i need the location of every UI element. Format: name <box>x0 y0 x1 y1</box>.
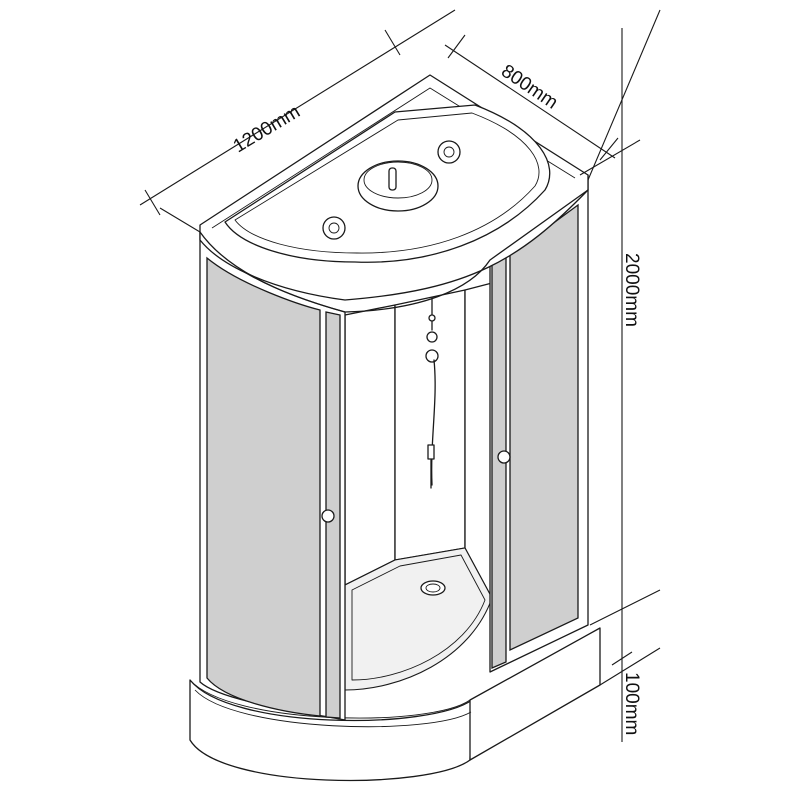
height-dimension: 2000mm <box>579 9 661 626</box>
overhead-light-icon <box>388 167 397 191</box>
mixer-knob-icon <box>426 331 438 343</box>
hand-shower-icon <box>427 444 435 460</box>
roof-speaker-left-icon <box>322 216 346 240</box>
cabin-roof <box>199 74 589 313</box>
valve-knob-icon <box>428 314 436 322</box>
base-height-dimension: 100mm <box>599 612 661 742</box>
right-glass-panel <box>509 203 579 652</box>
height-label: 2000mm <box>621 253 642 327</box>
mixer-body-icon <box>425 349 439 363</box>
width-label: 1200mm <box>230 101 304 157</box>
roof-speaker-right-icon <box>437 140 461 164</box>
shower-fixtures <box>425 297 439 489</box>
rain-shower-head-icon <box>357 160 439 212</box>
drain-icon <box>420 580 446 596</box>
shower-interior <box>344 282 493 691</box>
depth-label: 800mm <box>497 61 561 114</box>
right-panel <box>489 174 589 673</box>
left-door-handle-icon <box>321 509 335 523</box>
right-door-handle-icon <box>497 450 511 464</box>
left-glass-panel <box>206 256 321 717</box>
base-height-label: 100mm <box>621 672 642 735</box>
